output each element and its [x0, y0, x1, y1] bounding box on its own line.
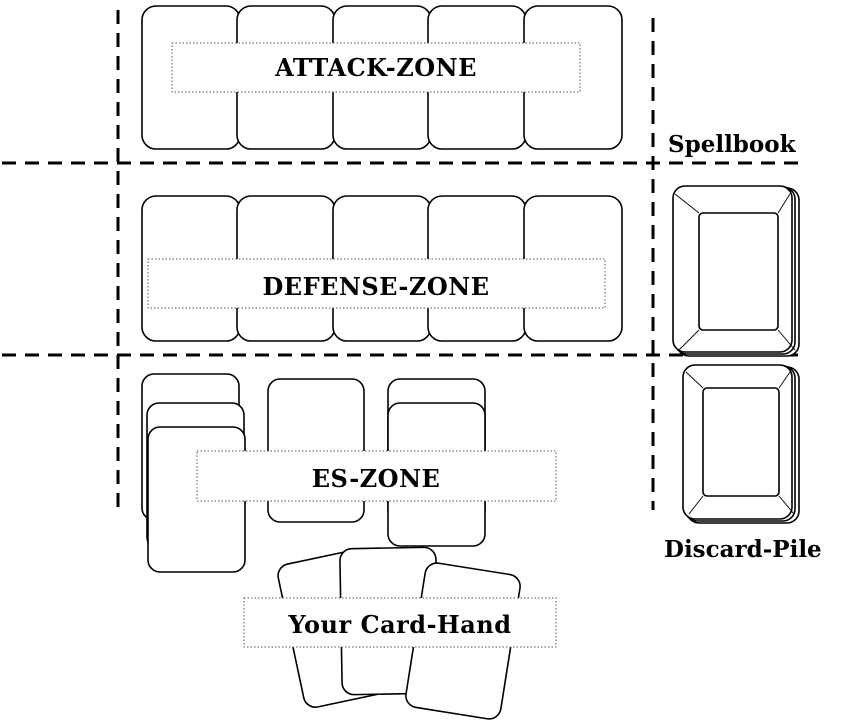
discard-corner-br	[778, 495, 795, 515]
discard-corner-tl	[685, 371, 704, 389]
discard-corner-bl	[688, 495, 704, 515]
spellbook-corner-br	[777, 329, 796, 351]
es-zone-label-box	[196, 450, 557, 502]
es-zone-label: ES-ZONE	[312, 464, 441, 493]
discard-top-card	[702, 387, 780, 497]
spellbook-pile[interactable]: Spellbook	[668, 131, 800, 357]
spellbook-top-card	[698, 212, 779, 331]
hand-label: Your Card-Hand	[288, 610, 512, 639]
defense-zone-label: DEFENSE-ZONE	[262, 272, 489, 301]
attack-zone: ATTACK-ZONE	[141, 5, 623, 150]
discard-pile[interactable]: Discard-Pile	[664, 364, 822, 563]
es-zone: ES-ZONE	[141, 373, 557, 573]
defense-zone-label-box	[147, 258, 606, 309]
discard-pile-label: Discard-Pile	[664, 536, 822, 563]
spellbook-corner-tr	[777, 193, 791, 214]
attack-zone-label: ATTACK-ZONE	[274, 53, 477, 82]
defense-zone: DEFENSE-ZONE	[141, 195, 623, 342]
spellbook-corner-tl	[674, 193, 700, 214]
attack-zone-label-box	[171, 42, 581, 93]
card-hand: Your Card-Hand	[243, 546, 557, 720]
spellbook-label: Spellbook	[668, 131, 797, 158]
hand-label-box	[243, 597, 557, 648]
spellbook-corner-bl	[678, 329, 700, 351]
discard-corner-tr	[778, 371, 791, 389]
